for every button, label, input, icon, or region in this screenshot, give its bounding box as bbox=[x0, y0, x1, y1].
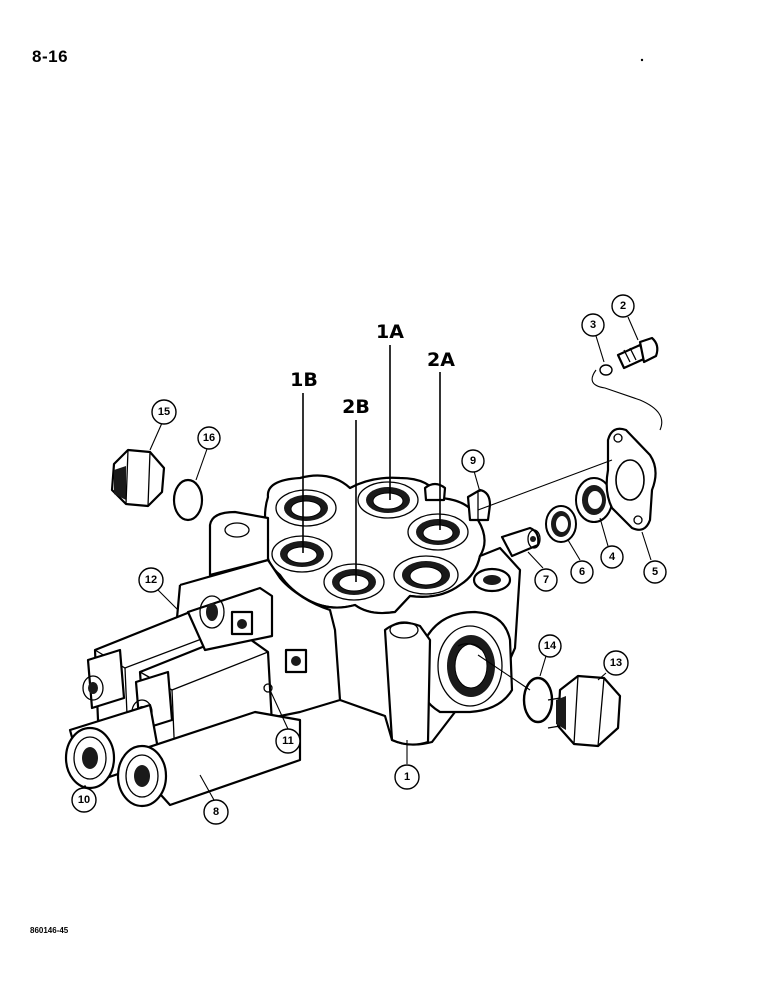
svg-text:6: 6 bbox=[579, 566, 585, 578]
scan-speck bbox=[640, 58, 644, 62]
callout-2: 2 bbox=[611, 294, 635, 318]
callout-3: 3 bbox=[581, 313, 605, 337]
callout-10: 10 bbox=[71, 787, 97, 813]
svg-text:2: 2 bbox=[620, 300, 626, 312]
svg-text:13: 13 bbox=[610, 657, 622, 669]
callout-4: 4 bbox=[600, 545, 624, 569]
solenoid-assembly bbox=[64, 586, 308, 808]
plug-15 bbox=[110, 448, 166, 508]
callout-8: 8 bbox=[203, 799, 229, 825]
top-ports bbox=[271, 481, 469, 601]
callout-1: 1 bbox=[394, 764, 420, 790]
svg-text:4: 4 bbox=[609, 551, 616, 563]
svg-text:7: 7 bbox=[543, 574, 549, 586]
oring-14 bbox=[522, 676, 554, 724]
port-label-1B: 1B bbox=[290, 369, 318, 391]
plate-5 bbox=[605, 427, 657, 531]
svg-text:11: 11 bbox=[282, 735, 294, 747]
callout-15: 15 bbox=[151, 399, 177, 425]
svg-text:12: 12 bbox=[145, 574, 157, 586]
washer-3 bbox=[599, 364, 613, 376]
port-upper-center bbox=[357, 481, 419, 519]
svg-text:15: 15 bbox=[158, 406, 170, 418]
svg-text:3: 3 bbox=[590, 319, 596, 331]
port-label-2B: 2B bbox=[342, 396, 370, 418]
port-label-lines bbox=[302, 345, 441, 582]
oring-16 bbox=[172, 478, 204, 522]
callout-7: 7 bbox=[534, 568, 558, 592]
callout-9: 9 bbox=[461, 449, 485, 473]
svg-text:16: 16 bbox=[203, 432, 215, 444]
callout-leaders bbox=[84, 316, 652, 801]
seal-6 bbox=[545, 505, 577, 543]
callout-6: 6 bbox=[570, 560, 594, 584]
svg-text:5: 5 bbox=[652, 566, 658, 578]
callout-14: 14 bbox=[538, 634, 562, 658]
callout-11: 11 bbox=[275, 728, 301, 754]
callout-13: 13 bbox=[603, 650, 629, 676]
alignment-lines bbox=[477, 369, 663, 691]
port-center bbox=[323, 563, 385, 601]
callout-16: 16 bbox=[197, 426, 221, 450]
svg-text:14: 14 bbox=[544, 640, 557, 652]
plug-13 bbox=[547, 674, 622, 748]
port-lower-right bbox=[393, 555, 459, 595]
port-label-2A: 2A bbox=[427, 349, 455, 371]
port-upper-left bbox=[275, 489, 337, 527]
svg-text:8: 8 bbox=[213, 806, 219, 818]
figure-code: 860146-45 bbox=[30, 926, 69, 935]
callout-5: 5 bbox=[643, 560, 667, 584]
page-number: 8-16 bbox=[32, 47, 69, 66]
svg-text:9: 9 bbox=[470, 455, 476, 467]
svg-text:1: 1 bbox=[404, 771, 410, 783]
callout-12: 12 bbox=[138, 567, 164, 593]
port-label-1A: 1A bbox=[376, 321, 404, 343]
seal-4 bbox=[575, 477, 613, 523]
port-left bbox=[271, 535, 333, 573]
screw-2 bbox=[616, 336, 659, 370]
port-right bbox=[407, 513, 469, 551]
svg-text:10: 10 bbox=[78, 794, 90, 806]
